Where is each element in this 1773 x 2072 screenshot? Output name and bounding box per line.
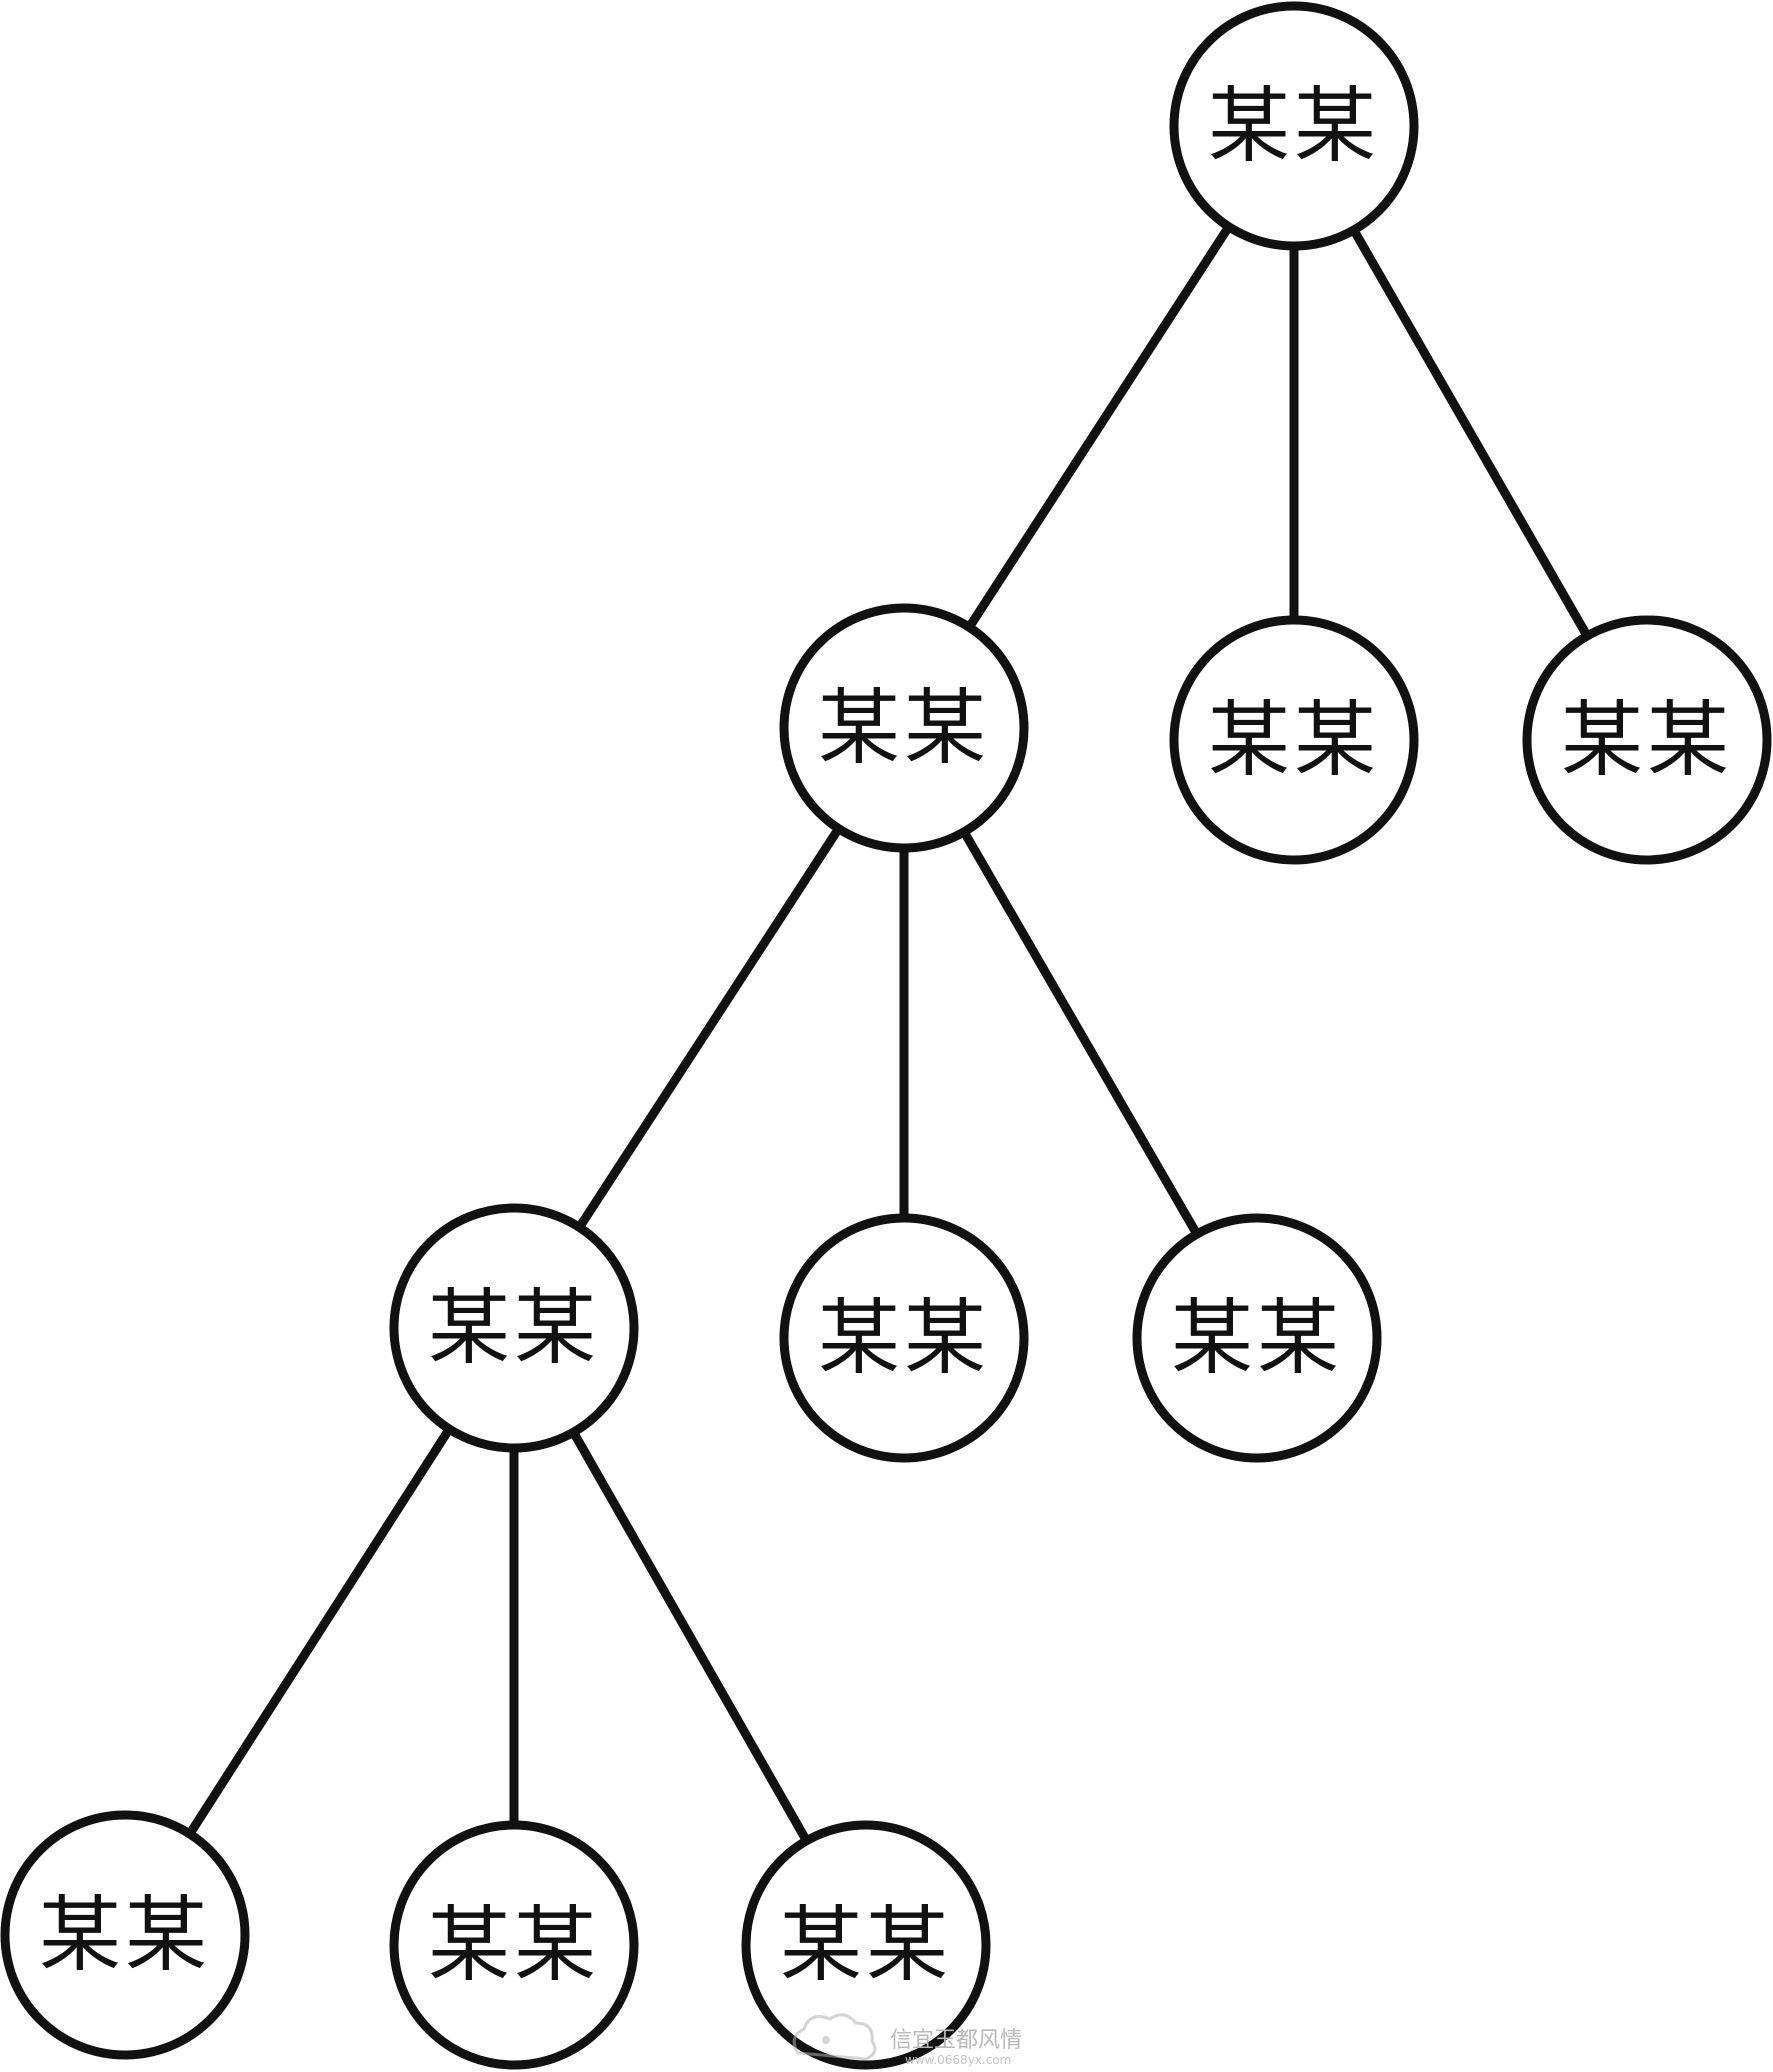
node-circle [389, 1820, 639, 2070]
tree-node-n6: 某某 [779, 1213, 1029, 1463]
edges-layer [121, 123, 1651, 1948]
node-circle [779, 603, 1029, 853]
watermark-text: 信宜玉都风情 [890, 2028, 1022, 2053]
node-label: 某某 [428, 1898, 600, 1993]
node-circle [779, 1213, 1029, 1463]
tree-node-n10: 某某 [741, 1820, 991, 2070]
node-circle [0, 1810, 250, 2060]
tree-node-n1: 某某 [1169, 1, 1419, 251]
node-circle [1132, 1213, 1382, 1463]
tree-node-n7: 某某 [1132, 1213, 1382, 1463]
watermark: 信宜玉都风情 www.0668yx.com [792, 2013, 1022, 2067]
tree-node-n9: 某某 [389, 1820, 639, 2070]
node-circle [1169, 615, 1419, 865]
node-label: 某某 [1208, 693, 1380, 788]
node-circle [389, 1203, 639, 1453]
node-label: 某某 [780, 1898, 952, 1993]
node-label: 某某 [818, 1291, 990, 1386]
tree-node-n2: 某某 [779, 603, 1029, 853]
tree-node-n8: 某某 [0, 1810, 250, 2060]
node-label: 某某 [39, 1888, 211, 1983]
tree-node-n4: 某某 [1522, 615, 1772, 865]
tree-node-n5: 某某 [389, 1203, 639, 1453]
node-circle [741, 1820, 991, 2070]
watermark-subtext: www.0668yx.com [905, 2053, 1011, 2067]
tree-node-n3: 某某 [1169, 615, 1419, 865]
node-label: 某某 [1171, 1291, 1343, 1386]
node-label: 某某 [1561, 693, 1733, 788]
node-circle [1169, 1, 1419, 251]
node-label: 某某 [1208, 79, 1380, 174]
node-label: 某某 [428, 1281, 600, 1376]
node-circle [1522, 615, 1772, 865]
cloud-logo-icon [792, 2013, 877, 2061]
node-label: 某某 [818, 681, 990, 776]
